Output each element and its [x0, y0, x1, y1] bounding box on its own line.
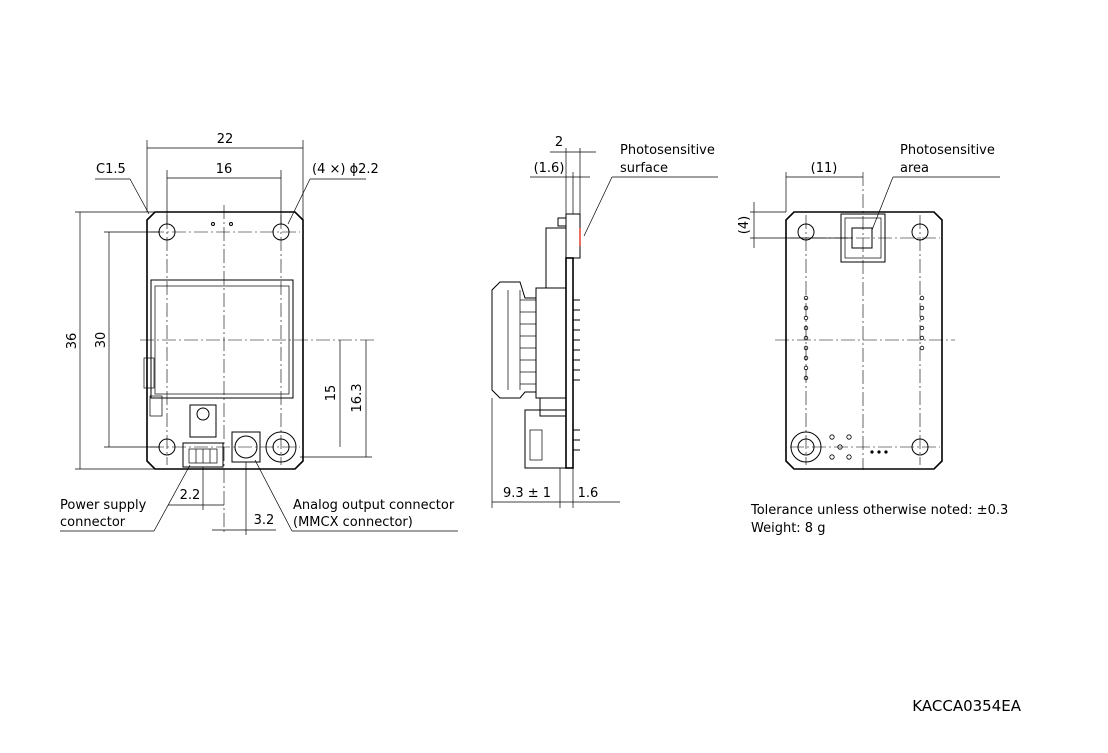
power-connector-label-1: Power supply	[60, 498, 147, 513]
side-dim-1-6-paren: (1.6)	[534, 161, 565, 176]
front-holes-label: (4 ×) ϕ2.2	[312, 162, 379, 177]
front-chamfer-label: C1.5	[96, 162, 126, 177]
area-label-1: Photosensitive	[900, 143, 995, 158]
weight-note: Weight: 8 g	[751, 521, 825, 536]
tolerance-note: Tolerance unless otherwise noted: ±0.3	[750, 503, 1008, 518]
area-label-2: area	[900, 161, 929, 176]
front-view: 22 16 C1.5 (4 ×) ϕ2.2 36 30 15 16.3	[60, 132, 458, 535]
side-board	[565, 257, 574, 469]
front-dim-30: 30	[94, 332, 109, 349]
side-dim-2: 2	[555, 135, 563, 150]
side-dim-9-3: 9.3 ± 1	[503, 486, 551, 501]
surface-label-2: surface	[620, 161, 668, 176]
power-connector-label-2: connector	[60, 515, 126, 530]
back-board-outline	[785, 211, 943, 470]
front-dim-16-3: 16.3	[350, 384, 365, 413]
front-dim-36: 36	[65, 333, 80, 350]
side-pins	[520, 299, 536, 385]
front-dim-3-2: 3.2	[254, 513, 275, 528]
back-dim-4: (4)	[737, 216, 752, 234]
front-dim-22: 22	[217, 132, 234, 147]
side-dim-1-6: 1.6	[578, 486, 599, 501]
side-view: 2 (1.6) Photosensitive surface 9.3 ± 1 1…	[491, 135, 718, 508]
surface-label-1: Photosensitive	[620, 143, 715, 158]
front-sensor-module	[150, 279, 294, 399]
front-dim-16: 16	[216, 162, 233, 177]
drawing-code: KACCA0354EA	[912, 697, 1021, 715]
front-dim-2-2: 2.2	[180, 488, 201, 503]
front-board-outline	[146, 211, 304, 470]
front-dim-15: 15	[324, 385, 339, 402]
analog-connector-label-2: (MMCX connector)	[293, 515, 413, 530]
side-teeth	[573, 299, 580, 451]
analog-connector-label-1: Analog output connector	[293, 498, 455, 513]
back-view: (11) (4) Photosensitive area	[737, 143, 1000, 470]
back-dim-11: (11)	[811, 161, 838, 176]
